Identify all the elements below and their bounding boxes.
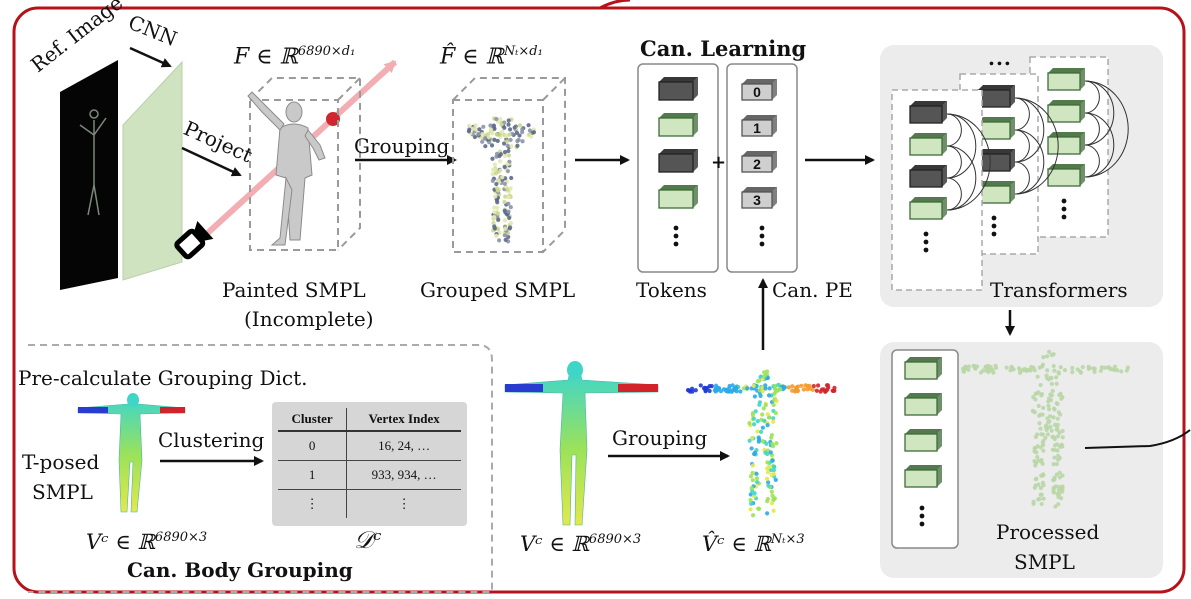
grouped-smpl-box [452,77,566,253]
t-posed-sublabel: SMPL [32,480,93,504]
transformer-token [1047,164,1085,187]
camera-icon [174,221,214,260]
grouping-bottom-label: Grouping [612,426,708,450]
ray-hit-point [326,112,340,126]
grouped-smpl-figure [466,116,537,244]
t-posed-label: T-posed [22,450,100,474]
pe-index-label: 0 [753,84,761,100]
transformer-token [977,117,1015,140]
transformer-stack [891,56,1129,291]
transformer-token [909,197,947,220]
grouped-smpl-label: Grouped SMPL [420,278,576,302]
pe-token-3: 3 [741,187,777,209]
vc-left-math: Vᶜ ∈ ℝ6890×3 [86,530,208,554]
cnn-arrow [129,46,172,68]
frame-top-connector [599,0,631,10]
ref-image-panel [60,60,118,290]
output-connector [1084,429,1191,449]
transformer-layer-card [1029,56,1129,238]
table-row: 1 933, 934, … [278,460,461,490]
processed-token-0 [904,357,942,380]
transformers-label: Transformers [990,278,1128,302]
table-cell: ⋮ [305,496,319,511]
table-header-cluster: Cluster [278,408,347,432]
pe-token-0: 0 [741,79,777,101]
can-body-grouping-label: Can. Body Grouping [127,558,353,582]
pe-token-2: 2 [741,151,777,173]
pe-list: 0 1 2 3 [741,79,777,247]
processed-token-3 [904,465,942,488]
processed-label: Processed [996,520,1100,544]
transformer-token [977,85,1015,108]
processed-token-2 [904,429,942,452]
token-3 [658,185,698,209]
token-2 [658,149,698,173]
painted-smpl-label: Painted SMPL [222,278,366,302]
transformer-ellipsis [1061,198,1067,220]
transformer-ellipsis [991,215,997,237]
transformer-token [1047,100,1085,123]
transformer-token [977,149,1015,172]
grouping-dict-table: Cluster Vertex Index 0 16, 24, … 1 933, … [272,402,467,526]
outer-frame [12,6,1186,594]
token-1 [658,113,698,137]
table-cell: 1 [278,460,347,490]
processed-sublabel: SMPL [1014,550,1075,574]
clustering-label: Clustering [158,428,265,452]
table-cell: 16, 24, … [346,431,461,461]
project-arrow [181,146,242,177]
pe-ellipsis [759,225,765,247]
processed-smpl-figure [960,349,1131,509]
f-math: F ∈ ℝ6890×d₁ [234,44,356,70]
can-pe-label: Can. PE [772,278,853,302]
transformer-token [909,133,947,156]
pe-index-label: 2 [753,156,761,172]
transformer-ellipsis [923,231,929,253]
processed-ellipsis [919,505,925,527]
token-ellipsis [673,225,679,247]
transformer-more-dots: ... [988,46,1012,70]
table-row: 0 16, 24, … [278,431,461,461]
vc-mid-math: Vᶜ ∈ ℝ6890×3 [520,532,642,556]
processed-token-list [904,357,942,527]
cnn-feature-panel [122,60,183,281]
token-0 [658,77,698,101]
pre-calc-label: Pre-calculate Grouping Dict. [18,366,308,390]
vc-hat-math: V̂ᶜ ∈ ℝNₜ×3 [702,532,805,556]
dc-math: 𝒟ᶜ [354,526,382,554]
table-header-vertex-index: Vertex Index [346,408,461,432]
transformer-token [909,165,947,188]
table-row: ⋮ ⋮ [278,489,461,518]
tokens-label: Tokens [636,278,707,302]
painted-smpl-sublabel: (Incomplete) [244,307,374,331]
mid-smpl-figure [504,361,659,526]
pe-token-1: 1 [741,115,777,137]
transformer-token [1047,68,1085,91]
ref-image-figure [79,109,107,216]
grouped-rainbow-figure [685,369,837,518]
t-posed-smpl-figure [77,393,186,513]
transformer-layer-card [891,89,991,291]
f-hat-math: F̂ ∈ ℝNₜ×d₁ [440,44,543,70]
pe-index-label: 3 [753,192,761,208]
painted-smpl-figure [247,91,326,246]
table-cell: 0 [278,431,347,461]
processed-token-1 [904,393,942,416]
can-learning-label: Can. Learning [640,36,807,61]
pre-calc-panel [28,344,493,593]
plus-sign: + [711,152,727,173]
pe-index-label: 1 [753,120,761,136]
table-cell: ⋮ [346,489,461,518]
token-list [658,77,698,247]
painted-smpl-box [249,77,361,251]
transformer-token [909,101,947,124]
table-cell: 933, 934, … [346,460,461,490]
transformer-token [1047,132,1085,155]
grouping-top-label: Grouping [354,134,450,158]
transformer-token [977,181,1015,204]
